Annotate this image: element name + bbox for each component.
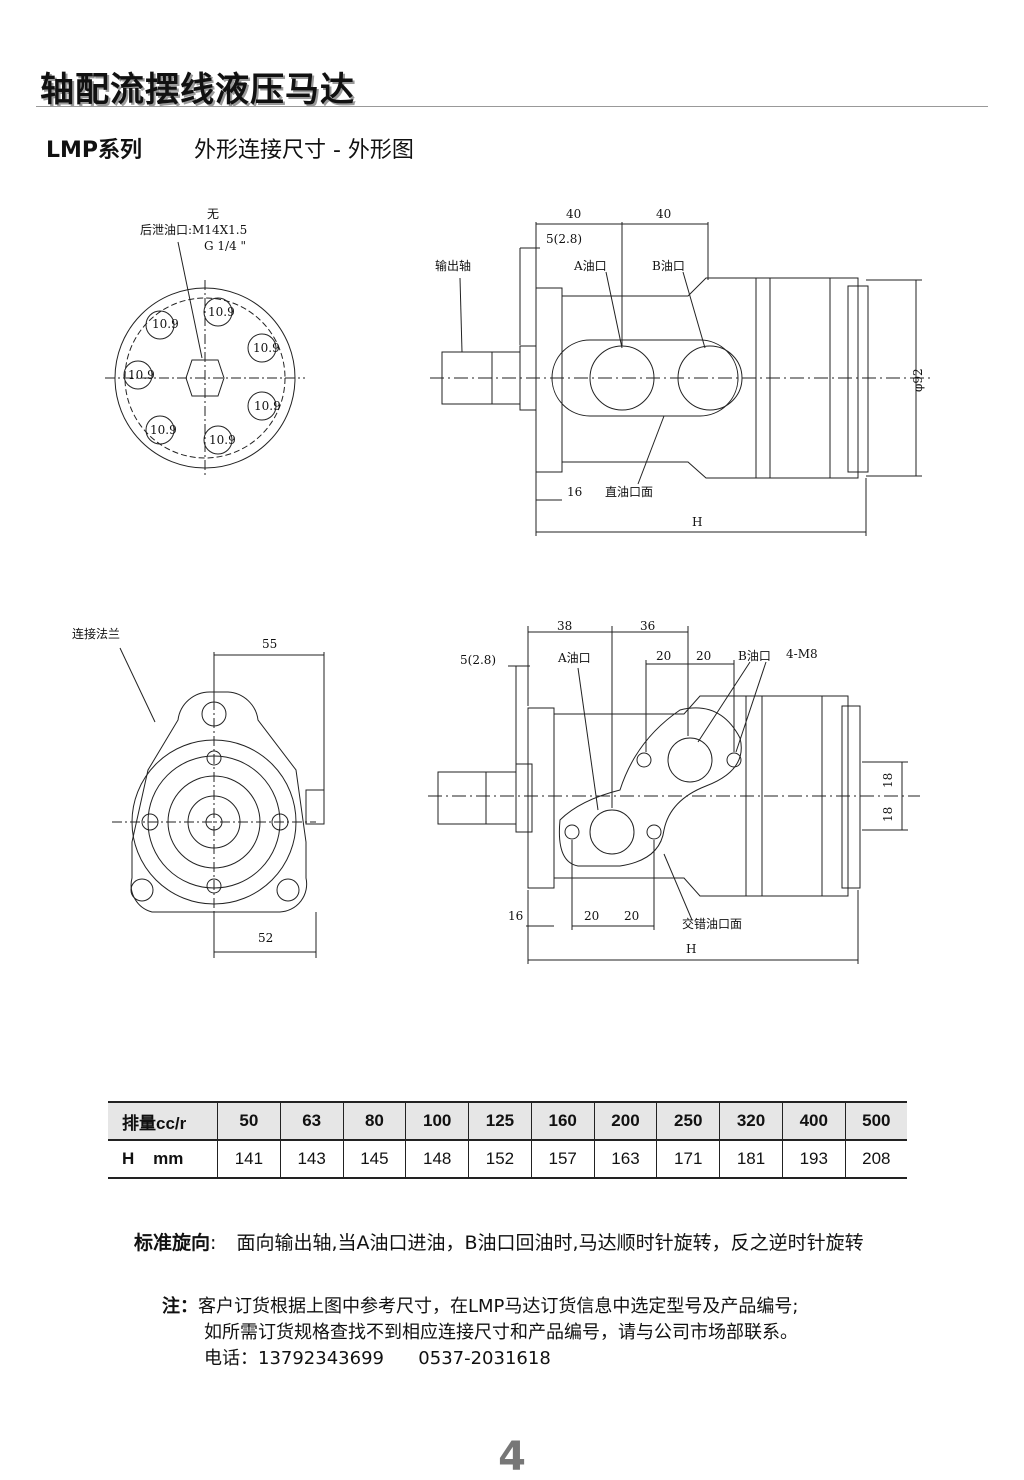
dim-5: 5(2.8) <box>460 653 496 667</box>
drain-label-3: G 1/4 " <box>204 239 246 253</box>
table-cell: 163 <box>593 1140 657 1179</box>
dim-18-b: 18 <box>881 807 895 822</box>
dim-20-b: 20 <box>696 649 711 663</box>
page-number: 4 <box>498 1434 526 1480</box>
side-view-offset: 38 36 5(2.8) A油口 20 20 B油口 4-M8 18 18 16… <box>428 619 920 964</box>
table-header-row: 排量cc/r 50 63 80 100 125 160 200 250 320 … <box>108 1101 907 1141</box>
table-cell: H mm <box>108 1140 218 1179</box>
table-cell: 50 <box>217 1101 281 1141</box>
table-cell: 排量cc/r <box>108 1101 218 1141</box>
table-cell: 320 <box>719 1101 783 1141</box>
bolt-label: 10.9 <box>152 317 179 331</box>
note-line-2: 如所需订货规格查找不到相应连接尺寸和产品编号，请与公司市场部联系。 <box>204 1322 798 1343</box>
rotation-label: 标准旋向 <box>134 1232 211 1254</box>
bolt-label: 10.9 <box>209 433 236 447</box>
table-cell: 193 <box>781 1140 846 1179</box>
rotation-note: 标准旋向: 面向输出轴,当A油口进油，B油口回油时,马达顺时针旋转，反之逆时针旋… <box>134 1228 864 1255</box>
bolt-label: 10.9 <box>208 305 235 319</box>
bolt-label: 10.9 <box>150 423 177 437</box>
table-cell: 500 <box>844 1101 907 1141</box>
rotation-text: 面向输出轴,当A油口进油，B油口回油时,马达顺时针旋转，反之逆时针旋转 <box>236 1232 864 1254</box>
rotation-colon: : <box>210 1232 217 1254</box>
title-rule <box>36 106 988 107</box>
table-cell: 125 <box>468 1101 532 1141</box>
flange-view: 连接法兰 55 52 <box>72 626 325 958</box>
dim-18-a: 18 <box>881 773 895 788</box>
side-view-straight: 40 40 5(2.8) 输出轴 A油口 B油口 16 直油口面 H φ92 <box>430 207 930 536</box>
dim-20-c: 20 <box>584 909 599 923</box>
technical-drawing: 10.9 10.9 10.9 10.9 10.9 10.9 10.9 无 后泄油… <box>72 207 930 964</box>
bolt-thread-label: 4-M8 <box>786 647 818 661</box>
page-title: 轴配流摆线液压马达 <box>40 70 355 110</box>
dim-h: H <box>692 515 702 529</box>
shaft-label: 输出轴 <box>435 258 471 273</box>
port-face-label: 交错油口面 <box>682 916 742 931</box>
note-label: 注： <box>162 1296 198 1317</box>
dia-92: φ92 <box>911 368 925 392</box>
table-row: H mm 141 143 145 148 152 157 163 171 181… <box>108 1140 907 1179</box>
port-b-label: B油口 <box>652 259 685 273</box>
dim-40-a: 40 <box>566 207 581 221</box>
port-a-label: A油口 <box>557 651 591 665</box>
note-line-3: 电话：13792343699 0537-2031618 <box>204 1348 551 1369</box>
dim-52: 52 <box>258 931 273 945</box>
table-cell: 148 <box>405 1140 469 1179</box>
drain-label-2: 后泄油口:M14X1.5 <box>140 223 247 237</box>
bolt-label: 10.9 <box>253 341 280 355</box>
table-cell: 208 <box>844 1140 907 1179</box>
dim-20-a: 20 <box>656 649 671 663</box>
subtitle-row: LMP系列 外形连接尺寸 - 外形图 <box>46 132 414 164</box>
subtitle-text: 外形连接尺寸 - 外形图 <box>194 138 414 163</box>
port-b-label: B油口 <box>738 649 771 663</box>
displacement-table: 排量cc/r 50 63 80 100 125 160 200 250 320 … <box>108 1101 907 1179</box>
table-cell: 200 <box>593 1101 657 1141</box>
drain-label-1: 无 <box>207 207 219 221</box>
table-cell: 171 <box>656 1140 720 1179</box>
dim-20-d: 20 <box>624 909 639 923</box>
table-cell: 63 <box>279 1101 344 1141</box>
table-cell: 157 <box>530 1140 595 1179</box>
table-cell: 181 <box>719 1140 783 1179</box>
port-face-label: 直油口面 <box>605 485 653 499</box>
dim-40-b: 40 <box>656 207 671 221</box>
table-cell: 145 <box>342 1140 406 1179</box>
dim-38: 38 <box>557 619 572 633</box>
table-cell: 250 <box>656 1101 720 1141</box>
order-note: 注：客户订货根据上图中参考尺寸，在LMP马达订货信息中选定型号及产品编号; 如所… <box>162 1294 798 1372</box>
dim-h: H <box>686 942 696 956</box>
table-cell: 160 <box>530 1101 595 1141</box>
table-cell: 152 <box>468 1140 532 1179</box>
table-cell: 100 <box>405 1101 469 1141</box>
bolt-label: 10.9 <box>128 368 155 382</box>
note-line-1: 客户订货根据上图中参考尺寸，在LMP马达订货信息中选定型号及产品编号; <box>198 1296 799 1317</box>
dim-16: 16 <box>508 909 523 923</box>
table-cell: 80 <box>342 1101 406 1141</box>
bolt-label: 10.9 <box>254 399 281 413</box>
dim-16: 16 <box>567 485 582 499</box>
dim-5: 5(2.8) <box>546 232 582 246</box>
table-cell: 400 <box>781 1101 846 1141</box>
series-label: LMP系列 <box>46 138 143 163</box>
port-a-label: A油口 <box>573 259 607 273</box>
end-view: 10.9 10.9 10.9 10.9 10.9 10.9 10.9 无 后泄油… <box>105 207 305 476</box>
table-cell: 141 <box>217 1140 281 1179</box>
bolt-heads <box>123 297 277 455</box>
flange-label: 连接法兰 <box>72 626 120 641</box>
dim-55: 55 <box>262 637 277 651</box>
dim-36: 36 <box>640 619 655 633</box>
table-cell: 143 <box>279 1140 344 1179</box>
